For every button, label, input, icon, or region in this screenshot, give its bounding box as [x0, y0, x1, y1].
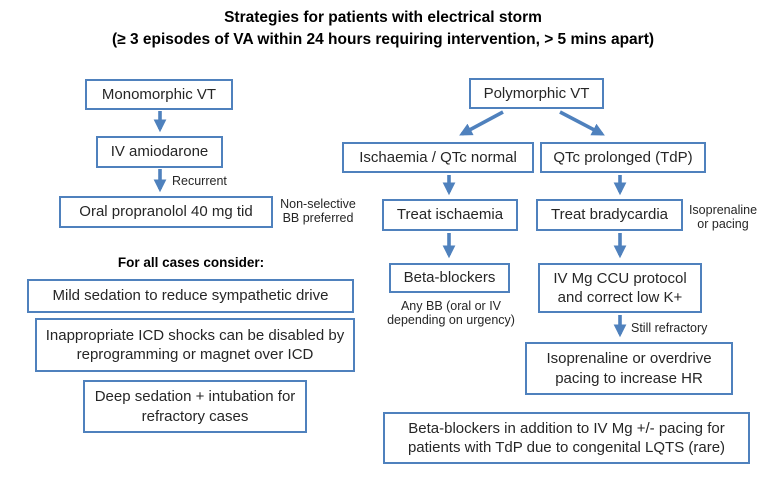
node-beta-blockers: Beta-blockers [389, 263, 510, 293]
node-monomorphic-vt: Monomorphic VT [85, 79, 233, 110]
node-ischaemia-qtc-normal: Ischaemia / QTc normal [342, 142, 534, 173]
chart-subtitle: (≥ 3 episodes of VA within 24 hours requ… [111, 31, 655, 48]
node-treat-ischaemia: Treat ischaemia [382, 199, 518, 231]
arrow-poly-to-qtc-prolonged [559, 110, 605, 136]
node-deep-sedation: Deep sedation + intubation for refractor… [83, 380, 307, 433]
node-treat-bradycardia: Treat bradycardia [536, 199, 683, 231]
arrow-poly-to-ischaemia [459, 110, 504, 136]
node-iv-mg-ccu: IV Mg CCU protocol and correct low K+ [538, 263, 702, 313]
node-mild-sedation: Mild sedation to reduce sympathetic driv… [27, 279, 354, 313]
node-oral-propranolol: Oral propranolol 40 mg tid [59, 196, 273, 228]
label-still-refractory: Still refractory [631, 321, 708, 335]
label-isoprenaline-or-pacing: Isoprenaline or pacing [688, 203, 758, 232]
node-isoprenaline-overdrive: Isoprenaline or overdrive pacing to incr… [525, 342, 733, 395]
node-iv-amiodarone: IV amiodarone [96, 136, 223, 168]
label-recurrent: Recurrent [172, 174, 227, 188]
node-congenital-lqts: Beta-blockers in addition to IV Mg +/- p… [383, 412, 750, 464]
node-qtc-prolonged: QTc prolonged (TdP) [540, 142, 706, 173]
label-non-selective-bb: Non-selective BB preferred [280, 197, 356, 226]
chart-title: Strategies for patients with electrical … [224, 9, 542, 26]
label-any-bb: Any BB (oral or IV depending on urgency) [387, 299, 515, 328]
node-polymorphic-vt: Polymorphic VT [469, 78, 604, 109]
node-icd-shocks: Inappropriate ICD shocks can be disabled… [35, 318, 355, 372]
heading-for-all-cases: For all cases consider: [117, 255, 265, 270]
